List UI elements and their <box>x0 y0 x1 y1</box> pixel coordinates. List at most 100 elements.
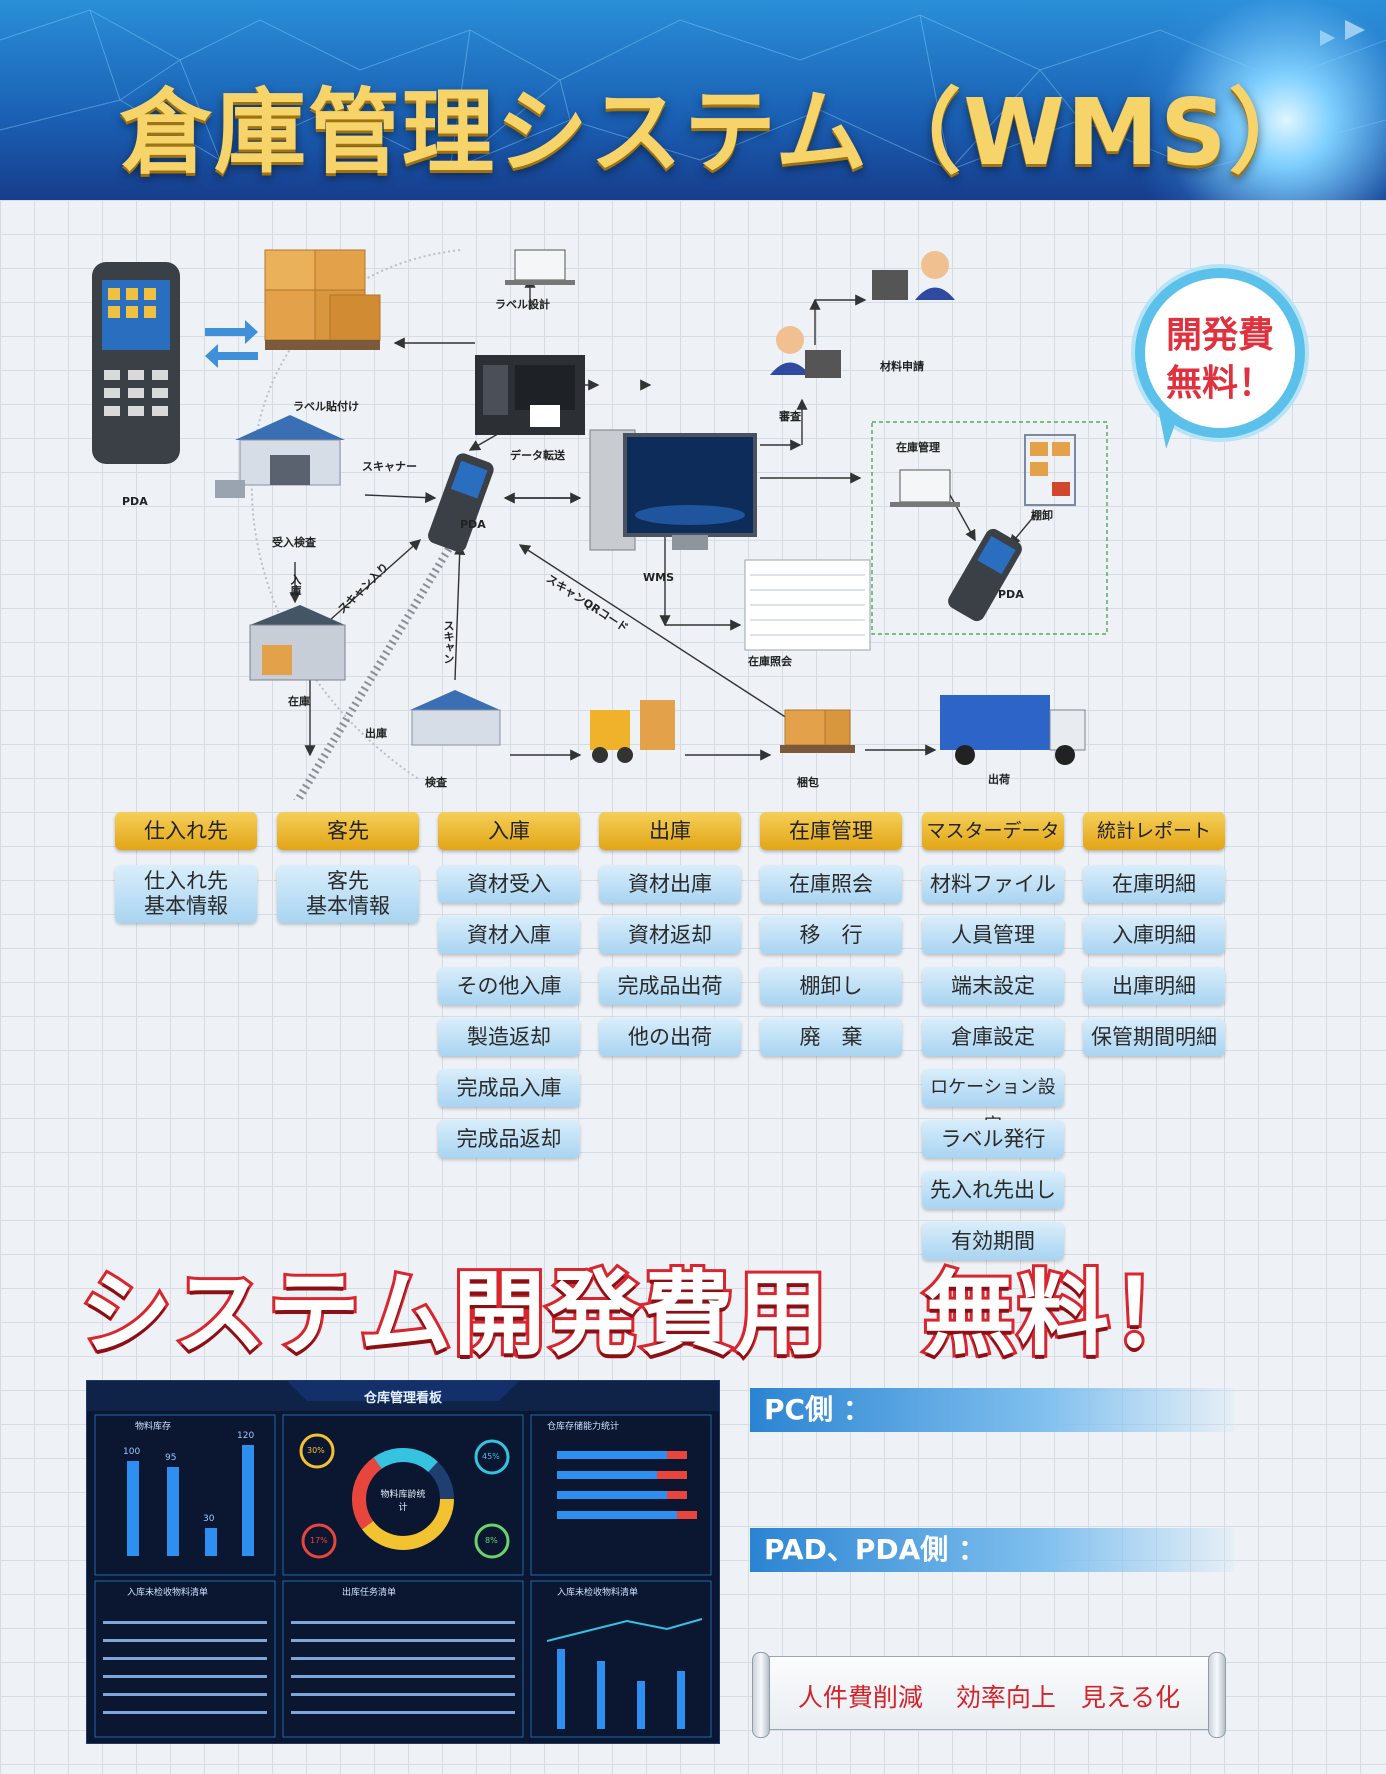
label-stocktake: 棚卸 <box>1031 509 1053 522</box>
module-head-6[interactable]: マスターデータ <box>922 812 1064 850</box>
delivery-truck-icon <box>940 695 1086 765</box>
label-design: ラベル設計 <box>495 298 550 311</box>
stock-value-3: 30 <box>203 1514 215 1524</box>
module-item[interactable]: 在庫照会 <box>760 865 902 903</box>
ring-value-1: 30% <box>307 1446 325 1455</box>
bubble-line2: 無料！ <box>1165 363 1274 404</box>
laptop-icon <box>890 469 960 507</box>
wms-flow-diagram: PDA ラベル貼付け ラベル設計 データ転送 スキャナー PDA 受入検査 入庫… <box>0 200 1386 800</box>
label-pda: PDA <box>122 495 148 508</box>
dashboard-panel1: 物料库存 <box>135 1422 172 1432</box>
module-item[interactable]: 資材受入 <box>438 865 580 903</box>
dashboard-title: 仓库管理看板 <box>363 1391 442 1406</box>
module-item[interactable]: 有効期間 <box>922 1222 1064 1260</box>
module-item[interactable]: 在庫明細 <box>1083 865 1225 903</box>
label-inventory-query: 在庫照会 <box>748 655 792 668</box>
laptop-icon <box>505 249 575 285</box>
packing-boxes-icon <box>780 709 855 753</box>
scroll-roll-left <box>752 1652 770 1738</box>
dashboard-panel2: 仓库存储能力统计 <box>547 1422 620 1432</box>
module-head-2[interactable]: 客先 <box>277 812 419 850</box>
forklift-icon <box>590 700 675 763</box>
module-item[interactable]: ラベル発行 <box>922 1120 1064 1158</box>
label-receive-inspect: 受入検査 <box>272 536 316 549</box>
label-packing: 梱包 <box>797 776 819 789</box>
label-pda-right: PDA <box>998 588 1024 601</box>
module-item[interactable]: 資材出庫 <box>599 865 741 903</box>
free-dev-bubble: 開発費 無料！ <box>1135 268 1305 449</box>
label-material-request: 材料申請 <box>880 360 924 373</box>
module-item[interactable]: 仕入れ先 基本情報 <box>115 865 257 923</box>
label-shukko: 出庫 <box>365 727 387 740</box>
wms-computer-icon <box>589 429 757 551</box>
module-item[interactable]: 製造返却 <box>438 1018 580 1056</box>
module-item[interactable]: 完成品返却 <box>438 1120 580 1158</box>
dashboard-screenshot: 仓库管理看板 物料库存 仓库存储能力统计 入库未检收物料清单 出库任务清单 入库… <box>86 1380 720 1744</box>
label-nyuko: 入庫 <box>289 574 302 596</box>
report-sheet-icon <box>744 559 871 651</box>
module-item[interactable]: 先入れ先出し <box>922 1171 1064 1209</box>
module-item[interactable]: 客先 基本情報 <box>277 865 419 923</box>
benefits-scroll: 人件費削減 効率向上 見える化 <box>752 1652 1226 1738</box>
flow-arrows <box>92 249 1108 800</box>
module-head-1[interactable]: 仕入れ先 <box>115 812 257 850</box>
module-item[interactable]: 入庫明細 <box>1083 916 1225 954</box>
module-item[interactable]: 人員管理 <box>922 916 1064 954</box>
label-wms: WMS <box>643 571 675 584</box>
page-title: 倉庫管理システム（WMS） <box>120 79 1323 186</box>
label-scanner: スキャナー <box>362 460 417 473</box>
warehouse-icon <box>215 415 345 498</box>
module-item[interactable]: ロケーション設定 <box>922 1069 1064 1136</box>
dashboard-panel4: 出库任务清单 <box>342 1588 397 1598</box>
module-item[interactable]: 棚卸し <box>760 967 902 1005</box>
module-item[interactable]: 保管期間明細 <box>1083 1018 1225 1056</box>
label-inspect: 検査 <box>425 776 447 789</box>
module-head-3[interactable]: 入庫 <box>438 812 580 850</box>
dashboard-graphic <box>87 1381 719 1738</box>
benefits-text: 人件費削減 効率向上 見える化 <box>797 1683 1181 1712</box>
storage-rack-icon <box>1024 434 1076 506</box>
warehouse-icon <box>249 605 346 681</box>
person-icon <box>872 251 955 300</box>
cardboard-boxes-icon <box>264 249 381 350</box>
module-item[interactable]: 端末設定 <box>922 967 1064 1005</box>
person-icon <box>770 326 841 378</box>
module-item[interactable]: 他の出荷 <box>599 1018 741 1056</box>
module-head-4[interactable]: 出庫 <box>599 812 741 850</box>
module-item[interactable]: その他入庫 <box>438 967 580 1005</box>
ring-value-3: 17% <box>310 1536 328 1545</box>
module-item[interactable]: 資材返却 <box>599 916 741 954</box>
label-inventory-mgmt: 在庫管理 <box>896 441 940 454</box>
module-item[interactable]: 出庫明細 <box>1083 967 1225 1005</box>
label-pda-center: PDA <box>460 518 486 531</box>
pc-side-label: PC側 ： <box>750 1388 1234 1432</box>
module-item[interactable]: 材料ファイル <box>922 865 1064 903</box>
dashboard-center-label: 物料库龄统计 <box>380 1490 426 1513</box>
ring-value-4: 8% <box>485 1536 498 1545</box>
module-item[interactable]: 移 行 <box>760 916 902 954</box>
pda-device-icon <box>92 262 180 464</box>
label-shipping: 出荷 <box>988 773 1010 786</box>
label-data-transfer: データ転送 <box>510 449 565 462</box>
module-item[interactable]: 廃 棄 <box>760 1018 902 1056</box>
dashboard-panel3: 入库未检收物料清单 <box>127 1588 209 1598</box>
stock-value-2: 95 <box>165 1453 177 1463</box>
label-attach: ラベル貼付け <box>293 400 359 413</box>
free-dev-banner: システム開発費用 無料！ <box>77 1258 1206 1371</box>
header-banner: 倉庫管理システム（WMS） <box>0 0 1386 200</box>
module-head-5[interactable]: 在庫管理 <box>760 812 902 850</box>
module-item[interactable]: 完成品出荷 <box>599 967 741 1005</box>
label-printer-icon <box>475 355 585 435</box>
pda-scanner-icon <box>428 453 494 552</box>
module-head-7[interactable]: 統計レポート <box>1083 812 1225 850</box>
pda-side-label: PAD、PDA側 ： <box>750 1528 1234 1572</box>
pda-scanner-icon <box>948 528 1022 622</box>
module-item[interactable]: 完成品入庫 <box>438 1069 580 1107</box>
stock-value-4: 120 <box>237 1431 255 1441</box>
bubble-line1: 開発費 <box>1165 315 1274 356</box>
dashboard-panel5: 入库未检收物料清单 <box>557 1588 639 1598</box>
module-item[interactable]: 資材入庫 <box>438 916 580 954</box>
module-item[interactable]: 倉庫設定 <box>922 1018 1064 1056</box>
label-inventory: 在庫 <box>288 695 310 708</box>
label-review: 審査 <box>779 410 801 423</box>
